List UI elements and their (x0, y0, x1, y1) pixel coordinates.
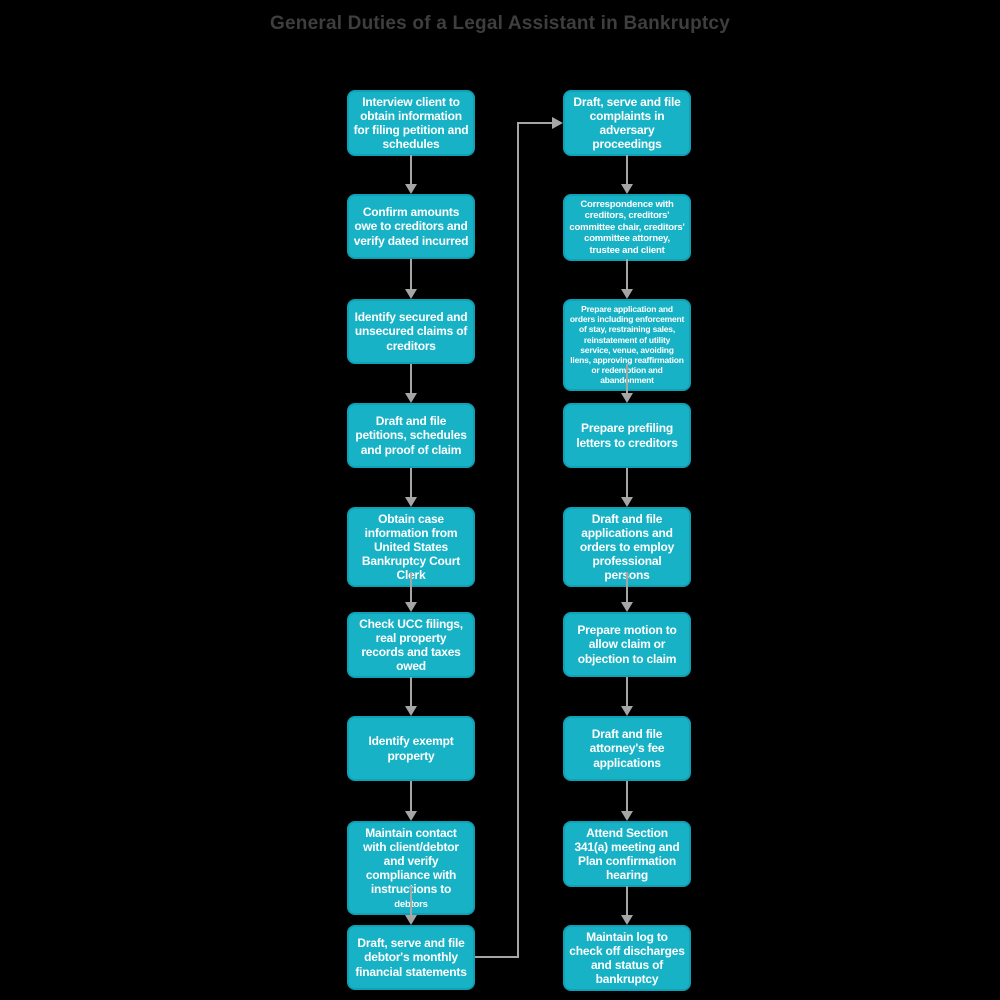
arrow-left-1-line (410, 155, 412, 184)
flow-node-maintain-contact-text: Maintain contact with client/debtor and … (363, 826, 459, 910)
diagram-title: General Duties of a Legal Assistant in B… (270, 13, 730, 34)
arrow-left-3-line (410, 364, 412, 393)
elbow-connector-horizontal-top (517, 122, 552, 124)
arrow-right-7-head-icon (621, 811, 633, 821)
arrow-right-7-line (626, 781, 628, 811)
flow-node-identify-claims: Identify secured and unsecured claims of… (347, 299, 475, 364)
arrow-right-6-head-icon (621, 706, 633, 716)
arrow-left-7-head-icon (405, 811, 417, 821)
arrow-left-5-line (410, 572, 412, 602)
arrow-right-4-line (626, 468, 628, 497)
elbow-connector-vertical (517, 122, 519, 958)
arrow-left-3-head-icon (405, 393, 417, 403)
flow-node-correspondence: Correspondence with creditors, creditors… (563, 194, 691, 261)
arrow-right-6-line (626, 677, 628, 706)
flow-node-interview-client: Interview client to obtain information f… (347, 90, 475, 157)
flow-node-file-complaints: Draft, serve and file complaints in adve… (563, 90, 691, 157)
arrow-right-2-line (626, 259, 628, 289)
arrow-right-8-head-icon (621, 915, 633, 925)
arrow-left-1-head-icon (405, 184, 417, 194)
arrow-right-1-head-icon (621, 184, 633, 194)
arrow-left-6-line (410, 677, 412, 706)
arrow-right-2-head-icon (621, 289, 633, 299)
arrow-right-8-line (626, 886, 628, 915)
flow-node-maintain-contact: Maintain contact with client/debtor and … (347, 821, 475, 916)
arrow-right-1-line (626, 155, 628, 184)
arrow-left-8-head-icon (405, 915, 417, 925)
arrow-right-5-head-icon (621, 602, 633, 612)
flow-node-maintain-discharge-log: Maintain log to check off discharges and… (563, 925, 691, 992)
flow-node-draft-financial-statements: Draft, serve and file debtor's monthly f… (347, 925, 475, 990)
flow-node-check-ucc-filings: Check UCC filings, real property records… (347, 612, 475, 679)
arrow-left-2-head-icon (405, 289, 417, 299)
flow-node-prefiling-letters: Prepare prefiling letters to creditors (563, 403, 691, 468)
flow-node-draft-petitions: Draft and file petitions, schedules and … (347, 403, 475, 468)
flow-node-identify-exempt-property: Identify exempt property (347, 716, 475, 781)
flow-node-motion-allow-claim: Prepare motion to allow claim or objecti… (563, 612, 691, 677)
arrow-left-4-line (410, 468, 412, 497)
arrow-left-4-head-icon (405, 497, 417, 507)
arrow-left-2-line (410, 259, 412, 289)
flow-node-attend-341a-meeting: Attend Section 341(a) meeting and Plan c… (563, 821, 691, 888)
arrow-right-3-line (626, 364, 628, 393)
arrow-right-5-line (626, 572, 628, 602)
elbow-connector-arrowhead-icon (552, 117, 563, 129)
flow-node-attorney-fee-applications: Draft and file attorney's fee applicatio… (563, 716, 691, 781)
arrow-left-6-head-icon (405, 706, 417, 716)
arrow-left-5-head-icon (405, 602, 417, 612)
flow-node-employ-professional-persons: Draft and file applications and orders t… (563, 507, 691, 588)
arrow-left-8-line (410, 886, 412, 915)
arrow-right-3-head-icon (621, 393, 633, 403)
arrow-left-7-line (410, 781, 412, 811)
elbow-connector-horizontal-bottom (475, 956, 519, 958)
flow-node-confirm-amounts: Confirm amounts owe to creditors and ver… (347, 194, 475, 259)
arrow-right-4-head-icon (621, 497, 633, 507)
